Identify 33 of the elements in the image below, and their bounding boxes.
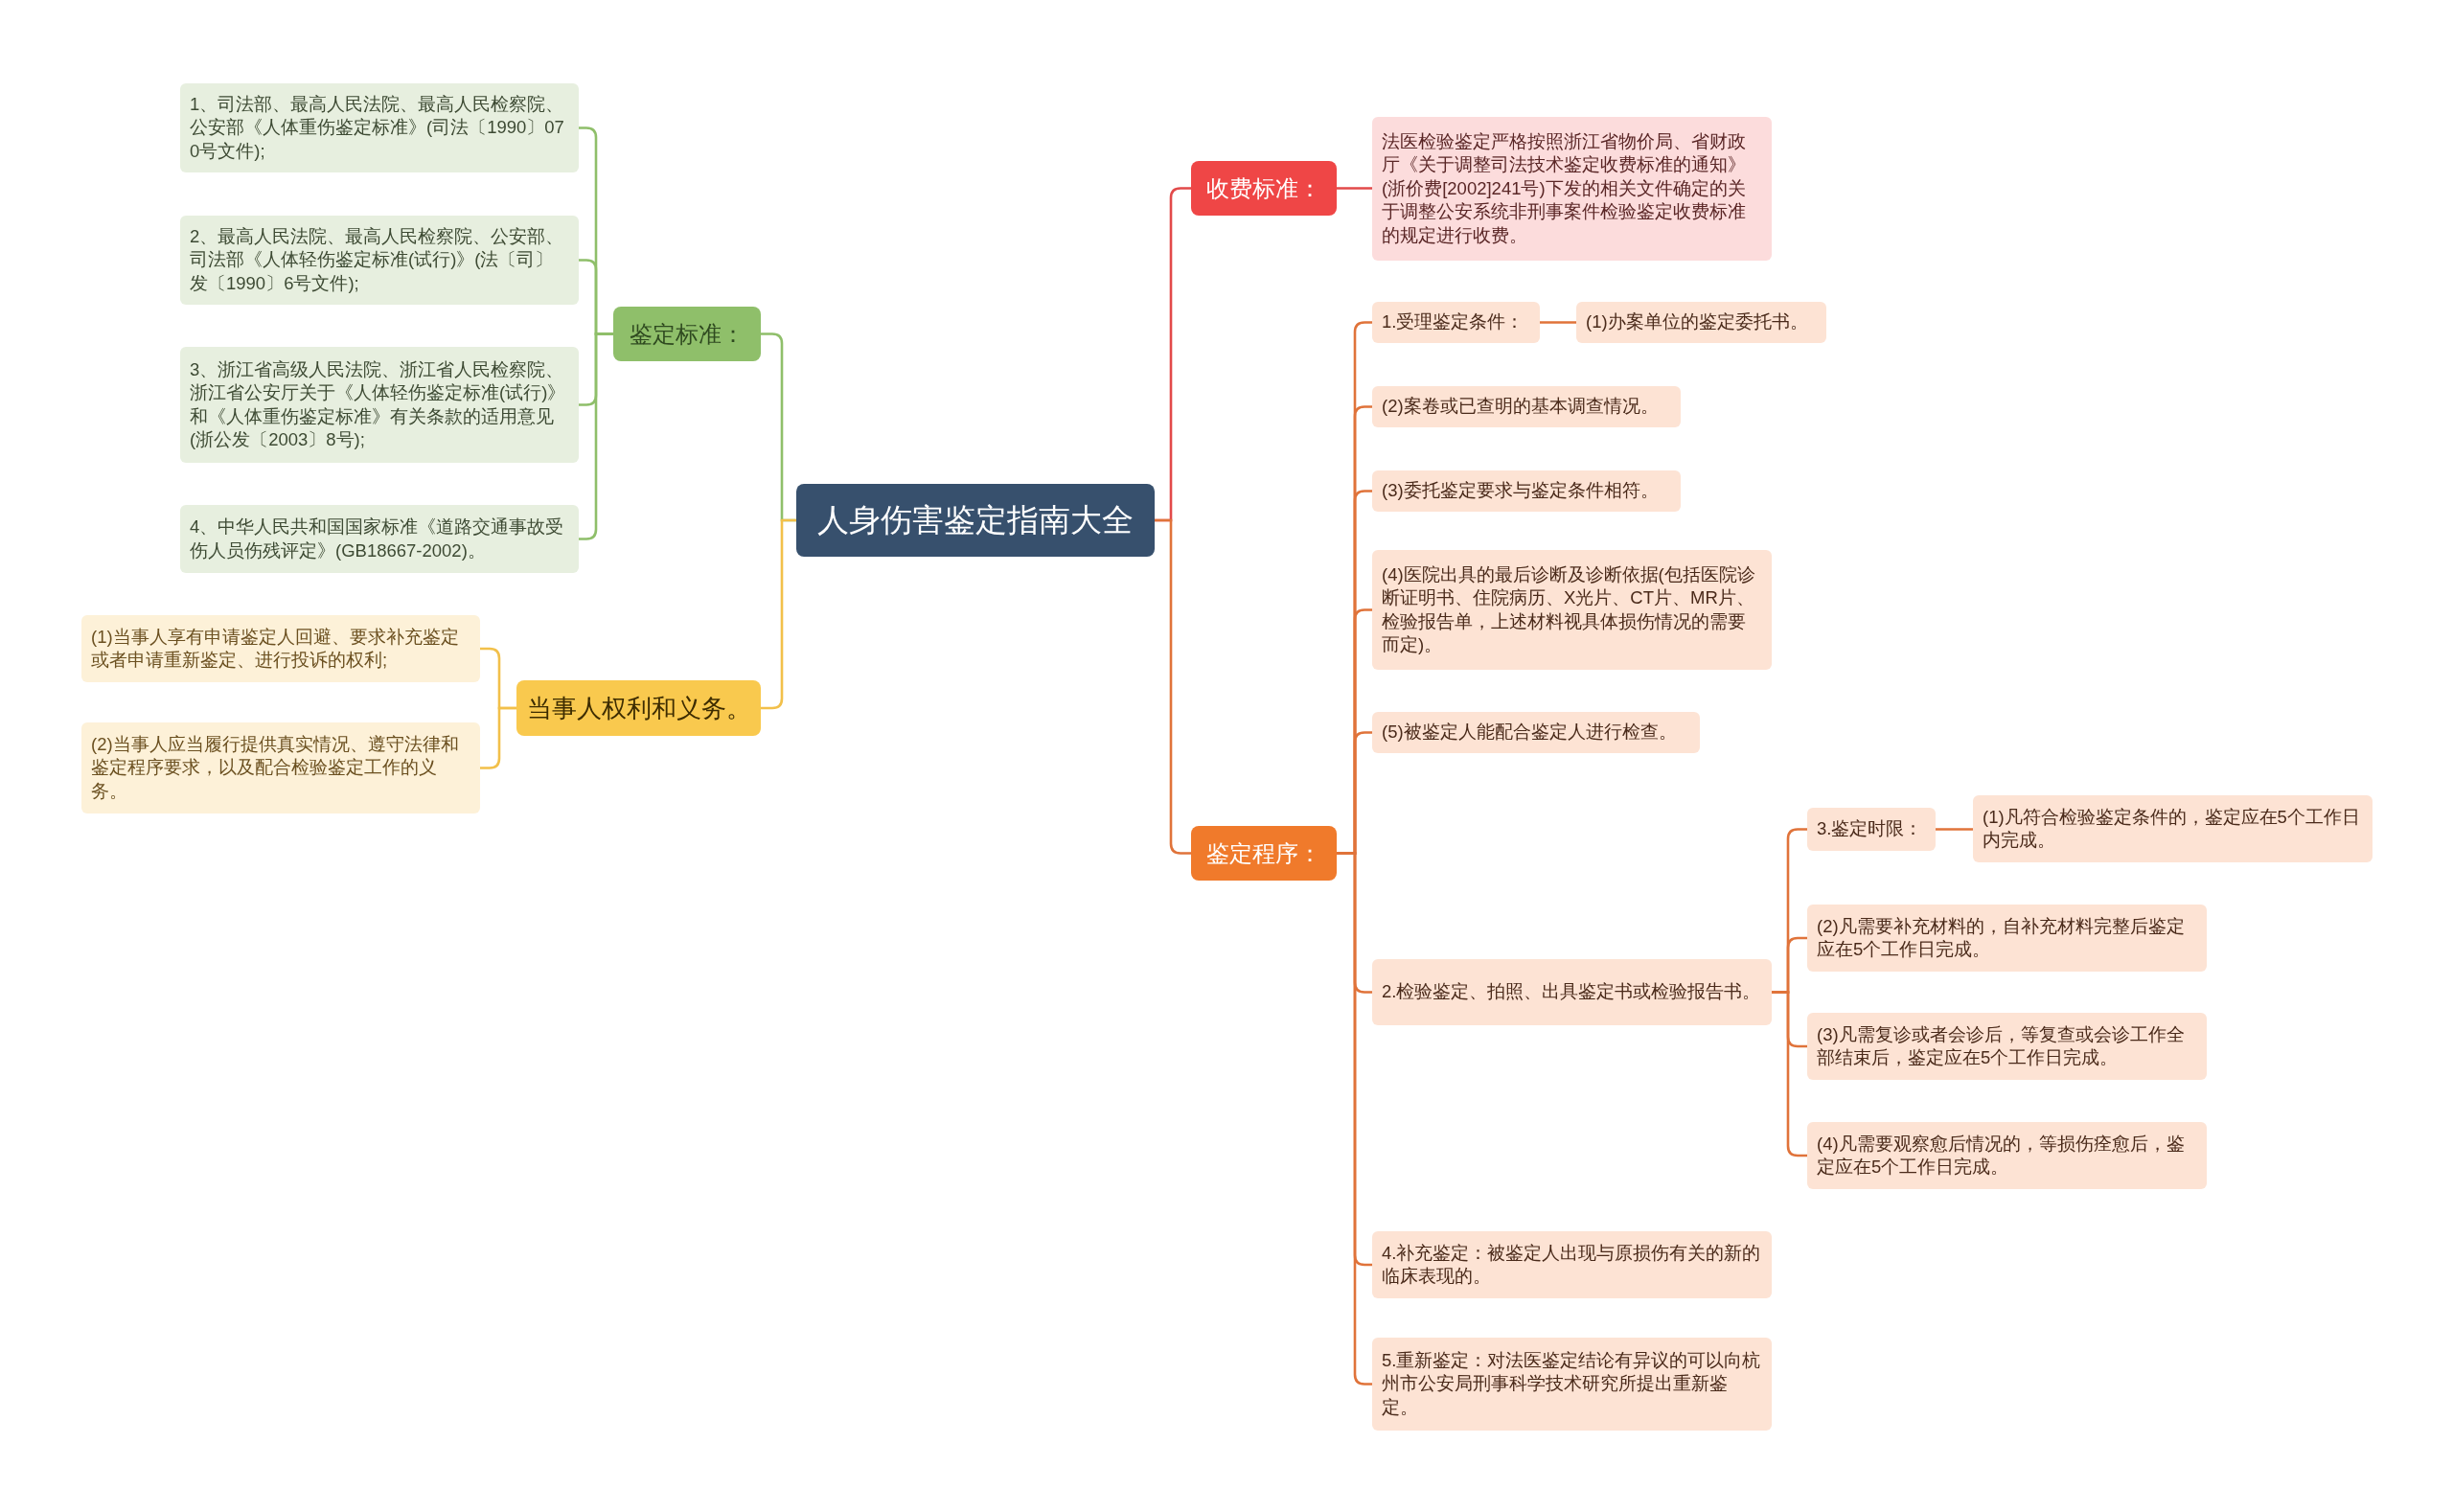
subtopic-box: (4)凡需要观察愈后情况的，等损伤痊愈后，鉴定应在5个工作日完成。 (1807, 1122, 2207, 1189)
subtopic-box: (2)凡需要补充材料的，自补充材料完整后鉴定应在5个工作日完成。 (1807, 905, 2207, 972)
branch-topic: 鉴定标准： (613, 307, 761, 361)
subtopic-box: 1、司法部、最高人民法院、最高人民检察院、公安部《人体重伤鉴定标准》(司法〔1990〕070号文件); (180, 83, 579, 172)
subtopic-box: 1.受理鉴定条件： (1372, 302, 1540, 343)
subtopic-box: (3)委托鉴定要求与鉴定条件相符。 (1372, 470, 1681, 512)
central-topic: 人身伤害鉴定指南大全 (796, 484, 1155, 557)
branch-topic: 当事人权利和义务。 (516, 680, 761, 736)
subtopic-box: 法医检验鉴定严格按照浙江省物价局、省财政厅《关于调整司法技术鉴定收费标准的通知》(浙价费[2002]241号)下发的相关文件确定的关于调整公安系统非刑事案件检验鉴定收费标准的规定进行收费。 (1372, 117, 1772, 261)
branch-topic: 收费标准： (1191, 161, 1337, 216)
subtopic-box: (4)医院出具的最后诊断及诊断依据(包括医院诊断证明书、住院病历、X光片、CT片、MR片、检验报告单，上述材料视具体损伤情况的需要而定)。 (1372, 550, 1772, 670)
subtopic-box: (1)凡符合检验鉴定条件的，鉴定应在5个工作日内完成。 (1973, 795, 2373, 862)
connector-line (1936, 828, 1973, 831)
subtopic-box: (2)当事人应当履行提供真实情况、遵守法律和鉴定程序要求，以及配合检验鉴定工作的义务。 (81, 722, 480, 813)
connector-line (761, 518, 796, 710)
connector-line (1337, 187, 1372, 190)
subtopic-box: 2.检验鉴定、拍照、出具鉴定书或检验报告书。 (1372, 959, 1772, 1025)
connector-line (1540, 321, 1576, 324)
subtopic-box: 4.补充鉴定：被鉴定人出现与原损伤有关的新的临床表现的。 (1372, 1231, 1772, 1298)
subtopic-box: 2、最高人民法院、最高人民检察院、公安部、司法部《人体轻伤鉴定标准(试行)》(法〔司〕发〔1990〕6号文件); (180, 216, 579, 305)
subtopic-box: (2)案卷或已查明的基本调查情况。 (1372, 386, 1681, 427)
subtopic-box: 5.重新鉴定：对法医鉴定结论有异议的可以向杭州市公安局刑事科学技术研究所提出重新鉴定。 (1372, 1338, 1772, 1431)
subtopic-box: (1)办案单位的鉴定委托书。 (1576, 302, 1826, 343)
connector-line (579, 332, 613, 540)
connector-line (480, 706, 516, 769)
subtopic-box: (3)凡需复诊或者会诊后，等复查或会诊工作全部结束后，鉴定应在5个工作日完成。 (1807, 1013, 2207, 1080)
subtopic-box: (5)被鉴定人能配合鉴定人进行检查。 (1372, 712, 1700, 753)
branch-topic: 鉴定程序： (1191, 826, 1337, 881)
subtopic-box: 4、中华人民共和国国家标准《道路交通事故受伤人员伤残评定》(GB18667-2002)。 (180, 505, 579, 573)
subtopic-box: 3.鉴定时限： (1807, 808, 1936, 851)
subtopic-box: 3、浙江省高级人民法院、浙江省人民检察院、浙江省公安厅关于《人体轻伤鉴定标准(试行)》和《人体重伤鉴定标准》有关条款的适用意见(浙公发〔2003〕8号); (180, 347, 579, 463)
connector-line (1155, 518, 1191, 855)
subtopic-box: (1)当事人享有申请鉴定人回避、要求补充鉴定或者申请重新鉴定、进行投诉的权利; (81, 615, 480, 682)
